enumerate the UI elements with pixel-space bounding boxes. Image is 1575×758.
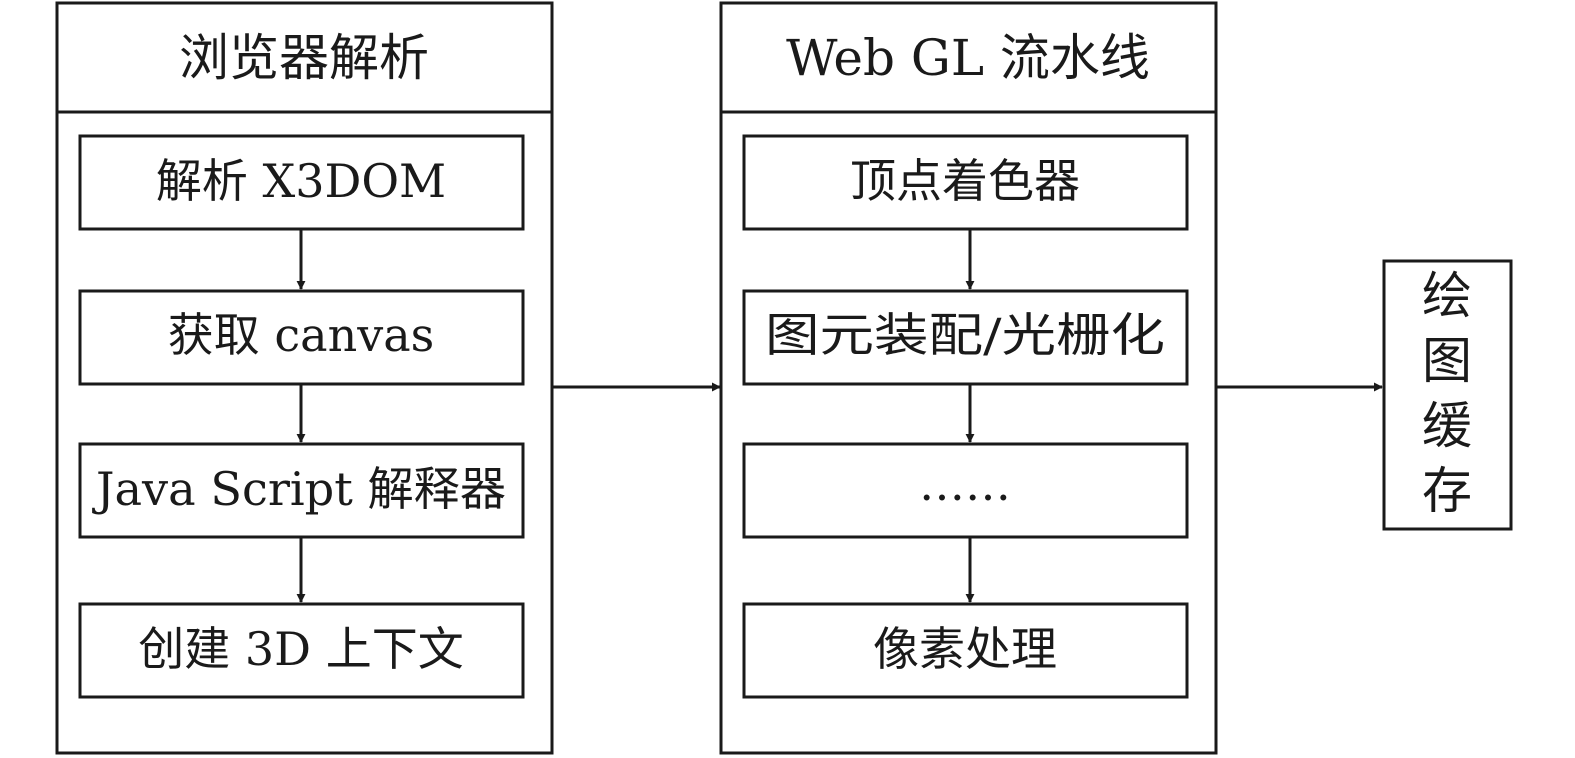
left-step-box-4 [78,602,525,699]
output-box: 绘 图 缓 存 [1382,259,1513,531]
output-char-3: 缓 [1422,397,1472,455]
middle-panel-title: Web GL 流水线 [786,29,1150,87]
middle-step-label-4: 像素处理 [873,622,1057,676]
output-char-4: 存 [1422,462,1472,520]
middle-step-label-3: …… [919,457,1011,511]
left-step-box-1 [78,134,525,231]
middle-step-box-3 [742,442,1189,539]
left-step-label-1: 解析 X3DOM [156,154,446,208]
middle-step-box-1 [742,134,1189,231]
output-box-frame [1382,259,1513,531]
middle-panel: Web GL 流水线 顶点着色器 图元装配/光栅化 …… 像素处理 [719,1,1218,755]
output-char-2: 图 [1422,332,1472,390]
middle-step-label-2: 图元装配/光栅化 [765,308,1165,362]
left-step-box-3 [78,442,525,539]
left-step-label-4: 创建 3D 上下文 [138,622,463,676]
middle-step-label-1: 顶点着色器 [850,154,1080,208]
left-panel-title: 浏览器解析 [179,29,429,87]
middle-step-box-2 [742,289,1189,386]
output-char-1: 绘 [1422,267,1472,325]
middle-step-box-4 [742,602,1189,699]
left-panel: 浏览器解析 解析 X3DOM 获取 canvas Java Script 解释器… [55,1,554,755]
left-step-label-3: Java Script 解释器 [92,462,506,516]
left-step-label-2: 获取 canvas [168,308,434,362]
